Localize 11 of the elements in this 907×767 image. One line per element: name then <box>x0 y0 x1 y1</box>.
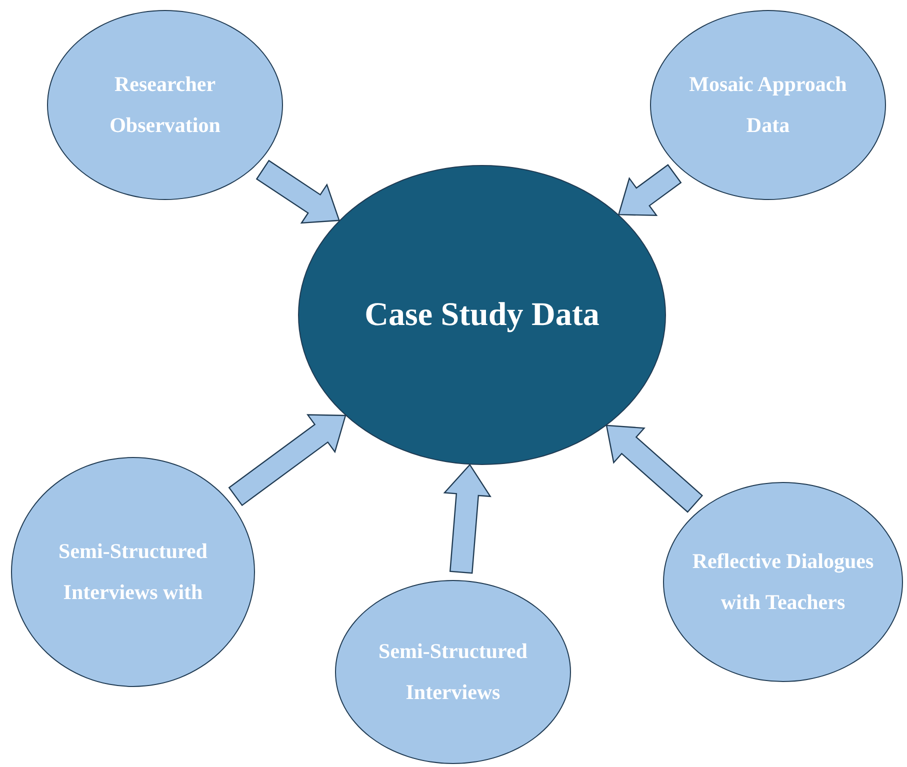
block-arrow <box>443 464 492 574</box>
node-text: Semi-Structured Interviews with <box>58 538 208 606</box>
node-text: Researcher Observation <box>108 71 222 139</box>
node-text: Mosaic Approach Data <box>688 71 848 139</box>
block-arrow <box>228 414 346 506</box>
node-text: Case Study Data <box>364 296 600 335</box>
node-text: Semi-Structured Interviews <box>378 638 528 706</box>
block-arrow <box>606 424 704 513</box>
block-arrow <box>256 160 340 224</box>
block-arrow <box>618 164 682 216</box>
node-text: Reflective Dialogues with Teachers <box>691 548 875 616</box>
